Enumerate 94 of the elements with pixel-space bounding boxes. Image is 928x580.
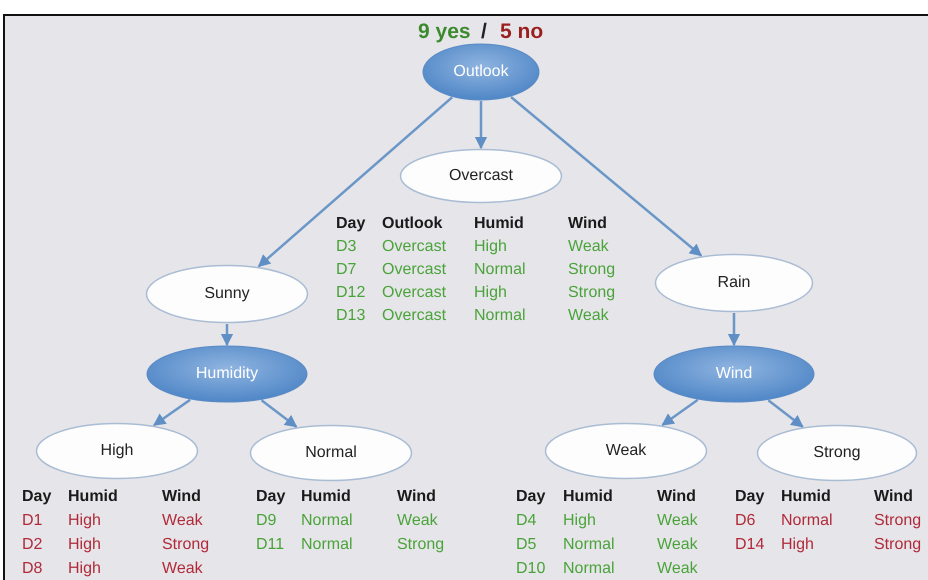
node-label: Wind (716, 365, 752, 383)
data-value: Strong (397, 535, 444, 555)
arrow (474, 101, 488, 150)
data-value: Normal (474, 260, 526, 280)
column-header: Humid (474, 214, 524, 234)
data-value: Normal (563, 535, 615, 555)
data-value: Strong (568, 283, 616, 303)
attribute-ellipse (146, 345, 308, 403)
arrow (728, 313, 740, 346)
arrow (260, 399, 298, 428)
data-value: Weak (657, 511, 698, 531)
column-header: Day (22, 487, 52, 507)
data-value: D7 (336, 260, 356, 280)
data-value: Weak (162, 559, 203, 579)
data-value: D8 (22, 559, 42, 579)
data-value: High (563, 511, 596, 531)
data-value: Weak (162, 511, 203, 531)
data-value: Overcast (382, 237, 446, 257)
column-header: Day (256, 487, 286, 507)
value-ellipse (35, 422, 199, 480)
column-header: Humid (781, 487, 831, 507)
data-value: Strong (874, 511, 922, 531)
data-value: Weak (397, 511, 438, 531)
data-value: Weak (568, 306, 609, 326)
arrow (510, 96, 702, 257)
data-value: D4 (516, 511, 536, 531)
attribute-ellipse (653, 345, 815, 403)
column-header: Wind (568, 214, 607, 234)
data-value: Normal (474, 306, 526, 326)
node-label: Humidity (196, 365, 258, 383)
column-header: Humid (301, 487, 351, 507)
data-value: D12 (336, 283, 366, 303)
data-value: D10 (516, 559, 546, 579)
separator: / (481, 20, 487, 44)
column-header: Humid (68, 487, 118, 507)
arrow (220, 324, 234, 346)
data-value: Strong (568, 260, 616, 280)
count-label: 9 yes (418, 20, 471, 44)
column-header: Day (735, 487, 764, 507)
node-label: Strong (813, 444, 861, 462)
data-value: High (474, 237, 507, 257)
node-label: Normal (305, 444, 357, 462)
node-label: Rain (718, 274, 750, 292)
data-value: D3 (336, 237, 356, 257)
data-value: Normal (301, 511, 353, 531)
data-value: High (474, 283, 507, 303)
data-value: High (68, 535, 101, 555)
data-value: High (68, 511, 101, 531)
arrow (768, 399, 804, 428)
data-value: Overcast (382, 283, 446, 303)
attribute-ellipse (422, 43, 540, 101)
data-value: Overcast (382, 306, 446, 326)
data-value: High (781, 535, 814, 555)
data-value: Normal (301, 535, 353, 555)
data-value: D14 (735, 535, 764, 555)
value-ellipse (756, 424, 918, 482)
node-label: Sunny (204, 285, 250, 303)
node-label: High (100, 442, 134, 460)
data-value: D11 (256, 535, 284, 555)
value-ellipse (399, 148, 563, 204)
data-value: Weak (657, 535, 698, 555)
node-label: Outlook (453, 63, 509, 81)
data-value: D1 (22, 511, 42, 531)
column-header: Outlook (382, 214, 442, 234)
data-value: D13 (336, 306, 366, 326)
column-header: Wind (657, 487, 696, 507)
column-header: Wind (397, 487, 436, 507)
data-value: D2 (22, 535, 42, 555)
data-value: Strong (162, 535, 210, 555)
value-ellipse (654, 253, 814, 313)
data-value: Overcast (382, 260, 446, 280)
column-header: Wind (162, 487, 201, 507)
data-value: High (68, 559, 101, 579)
data-value: D6 (735, 511, 756, 531)
value-ellipse (145, 264, 309, 324)
column-header: Day (336, 214, 366, 234)
node-label: Overcast (448, 167, 513, 185)
node-label: Weak (606, 442, 646, 460)
data-value: Weak (657, 559, 698, 579)
value-ellipse (544, 422, 708, 480)
column-header: Humid (563, 487, 613, 507)
count-label: 5 no (500, 20, 544, 44)
data-value: Weak (568, 237, 609, 257)
data-value: Normal (563, 559, 615, 579)
column-header: Day (516, 487, 546, 507)
arrow (152, 398, 191, 426)
data-value: D5 (516, 535, 536, 555)
data-value: Strong (874, 535, 922, 555)
data-value: D9 (256, 511, 276, 531)
column-header: Wind (874, 487, 913, 507)
value-ellipse (249, 424, 413, 482)
data-value: Normal (781, 511, 833, 531)
arrow (661, 398, 698, 426)
arrow (258, 96, 453, 268)
